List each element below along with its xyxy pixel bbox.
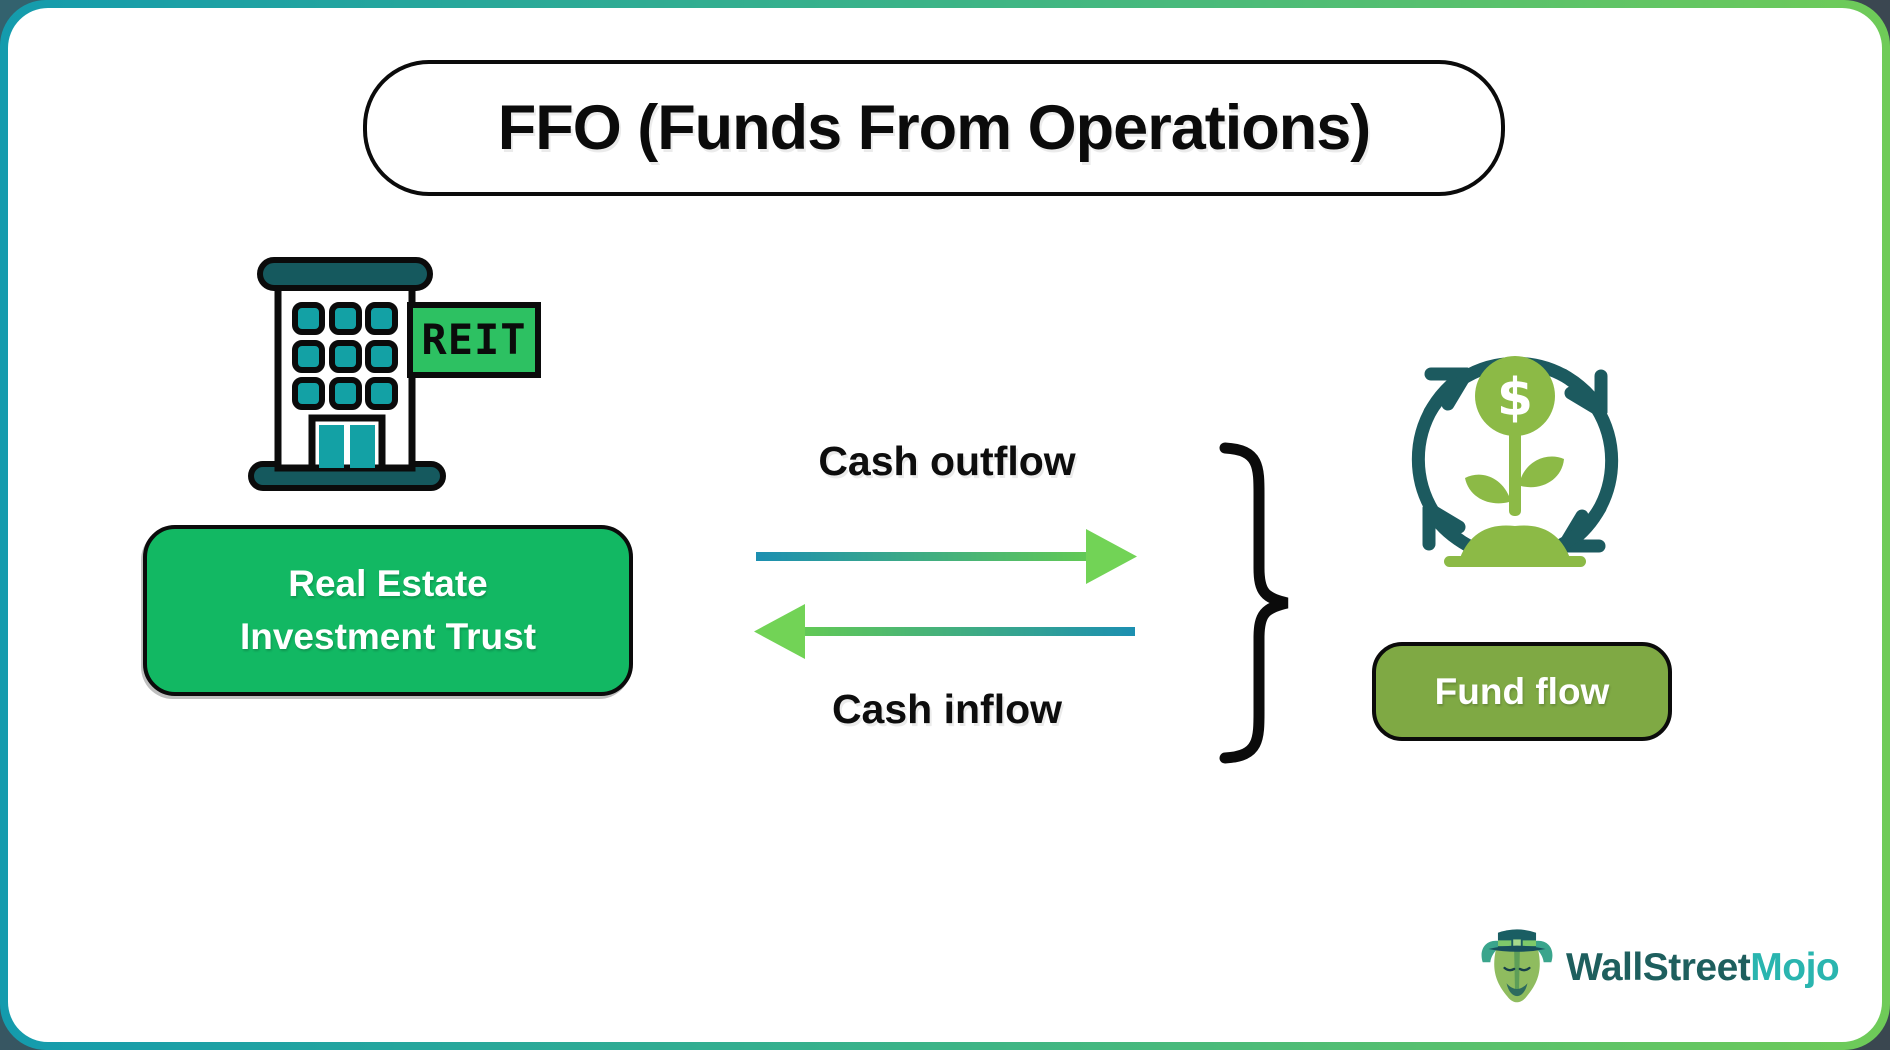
logo-part1: WallStreet [1566, 946, 1751, 989]
building-roof [257, 257, 433, 291]
fund-flow-label: Fund flow [1434, 670, 1610, 712]
money-plant-icon: $ [1444, 356, 1586, 567]
bull-logo-icon [1481, 929, 1553, 1003]
logo-part2: Mojo [1750, 946, 1840, 989]
cash-inflow-arrow-icon [754, 604, 1135, 659]
building-windows [292, 302, 398, 410]
page-title: FFO (Funds From Operations) [497, 93, 1371, 163]
reit-box-line2: Investment Trust [239, 615, 537, 657]
building-door [308, 414, 386, 472]
reit-sign-label: REIT [421, 315, 526, 364]
dollar-sign: $ [1497, 368, 1533, 428]
cash-inflow-label: Cash inflow [831, 686, 1063, 732]
reit-box: Real Estate Investment Trust [143, 525, 633, 696]
fund-cycle-icon: $ [1390, 356, 1640, 567]
wallstreetmojo-logo: WallStreetMojo [1478, 928, 1840, 1008]
title-banner: FFO (Funds From Operations) [363, 60, 1505, 196]
brace-icon [1219, 442, 1289, 764]
cash-outflow-arrow-icon [756, 529, 1137, 584]
cash-outflow-label: Cash outflow [818, 438, 1076, 484]
reit-building-icon: REIT [248, 257, 541, 491]
logo-text: WallStreetMojo [1566, 946, 1840, 990]
reit-box-line1: Real Estate [288, 562, 488, 604]
reit-sign: REIT [407, 302, 541, 378]
fund-flow-box: Fund flow [1372, 642, 1672, 741]
